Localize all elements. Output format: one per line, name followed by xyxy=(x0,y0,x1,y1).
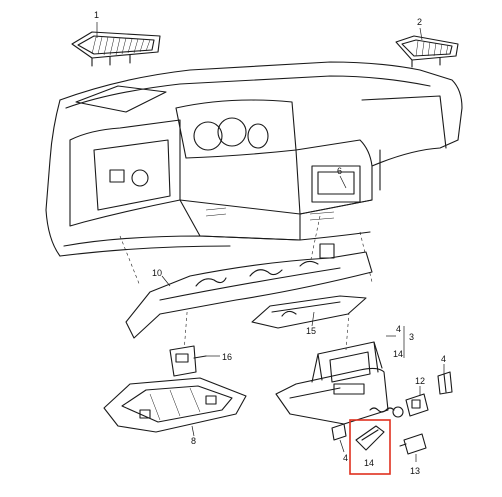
callout-15: 15 xyxy=(306,326,316,336)
callout-4a: 4 xyxy=(396,324,401,334)
callout-12: 12 xyxy=(415,376,425,386)
leader-15 xyxy=(311,311,315,327)
cover-part-14 xyxy=(355,425,385,451)
trim-strip xyxy=(251,295,367,329)
vent-grille-right xyxy=(395,35,459,68)
callout-14b: 14 xyxy=(364,458,374,468)
bottom-tray xyxy=(103,377,247,433)
mounting-bracket xyxy=(169,345,207,377)
striker-part-13 xyxy=(399,433,427,455)
callout-4c: 4 xyxy=(441,354,446,364)
leader-2 xyxy=(419,27,423,41)
callout-4b: 4 xyxy=(343,453,348,463)
leader-6 xyxy=(339,175,347,189)
callout-16: 16 xyxy=(222,352,232,362)
callout-13: 13 xyxy=(410,466,420,476)
glove-box xyxy=(275,341,404,425)
dashboard xyxy=(45,61,463,257)
leader-10 xyxy=(161,275,171,287)
callout-3: 3 xyxy=(409,332,414,342)
highlight-box-14 xyxy=(349,419,391,475)
leader-8 xyxy=(191,425,195,437)
lower-trim-panel xyxy=(125,243,373,339)
callout-8: 8 xyxy=(191,436,196,446)
callout-1: 1 xyxy=(94,10,99,20)
clip-part-4-left xyxy=(331,423,347,441)
clip-part-4-right xyxy=(437,371,453,395)
latch-part-12 xyxy=(405,393,429,417)
callout-6: 6 xyxy=(337,166,342,176)
leader-4b xyxy=(339,439,345,453)
vent-grille-left xyxy=(71,31,161,67)
callout-10: 10 xyxy=(152,268,162,278)
callout-14a: 14 xyxy=(393,349,403,359)
callout-2: 2 xyxy=(417,17,422,27)
